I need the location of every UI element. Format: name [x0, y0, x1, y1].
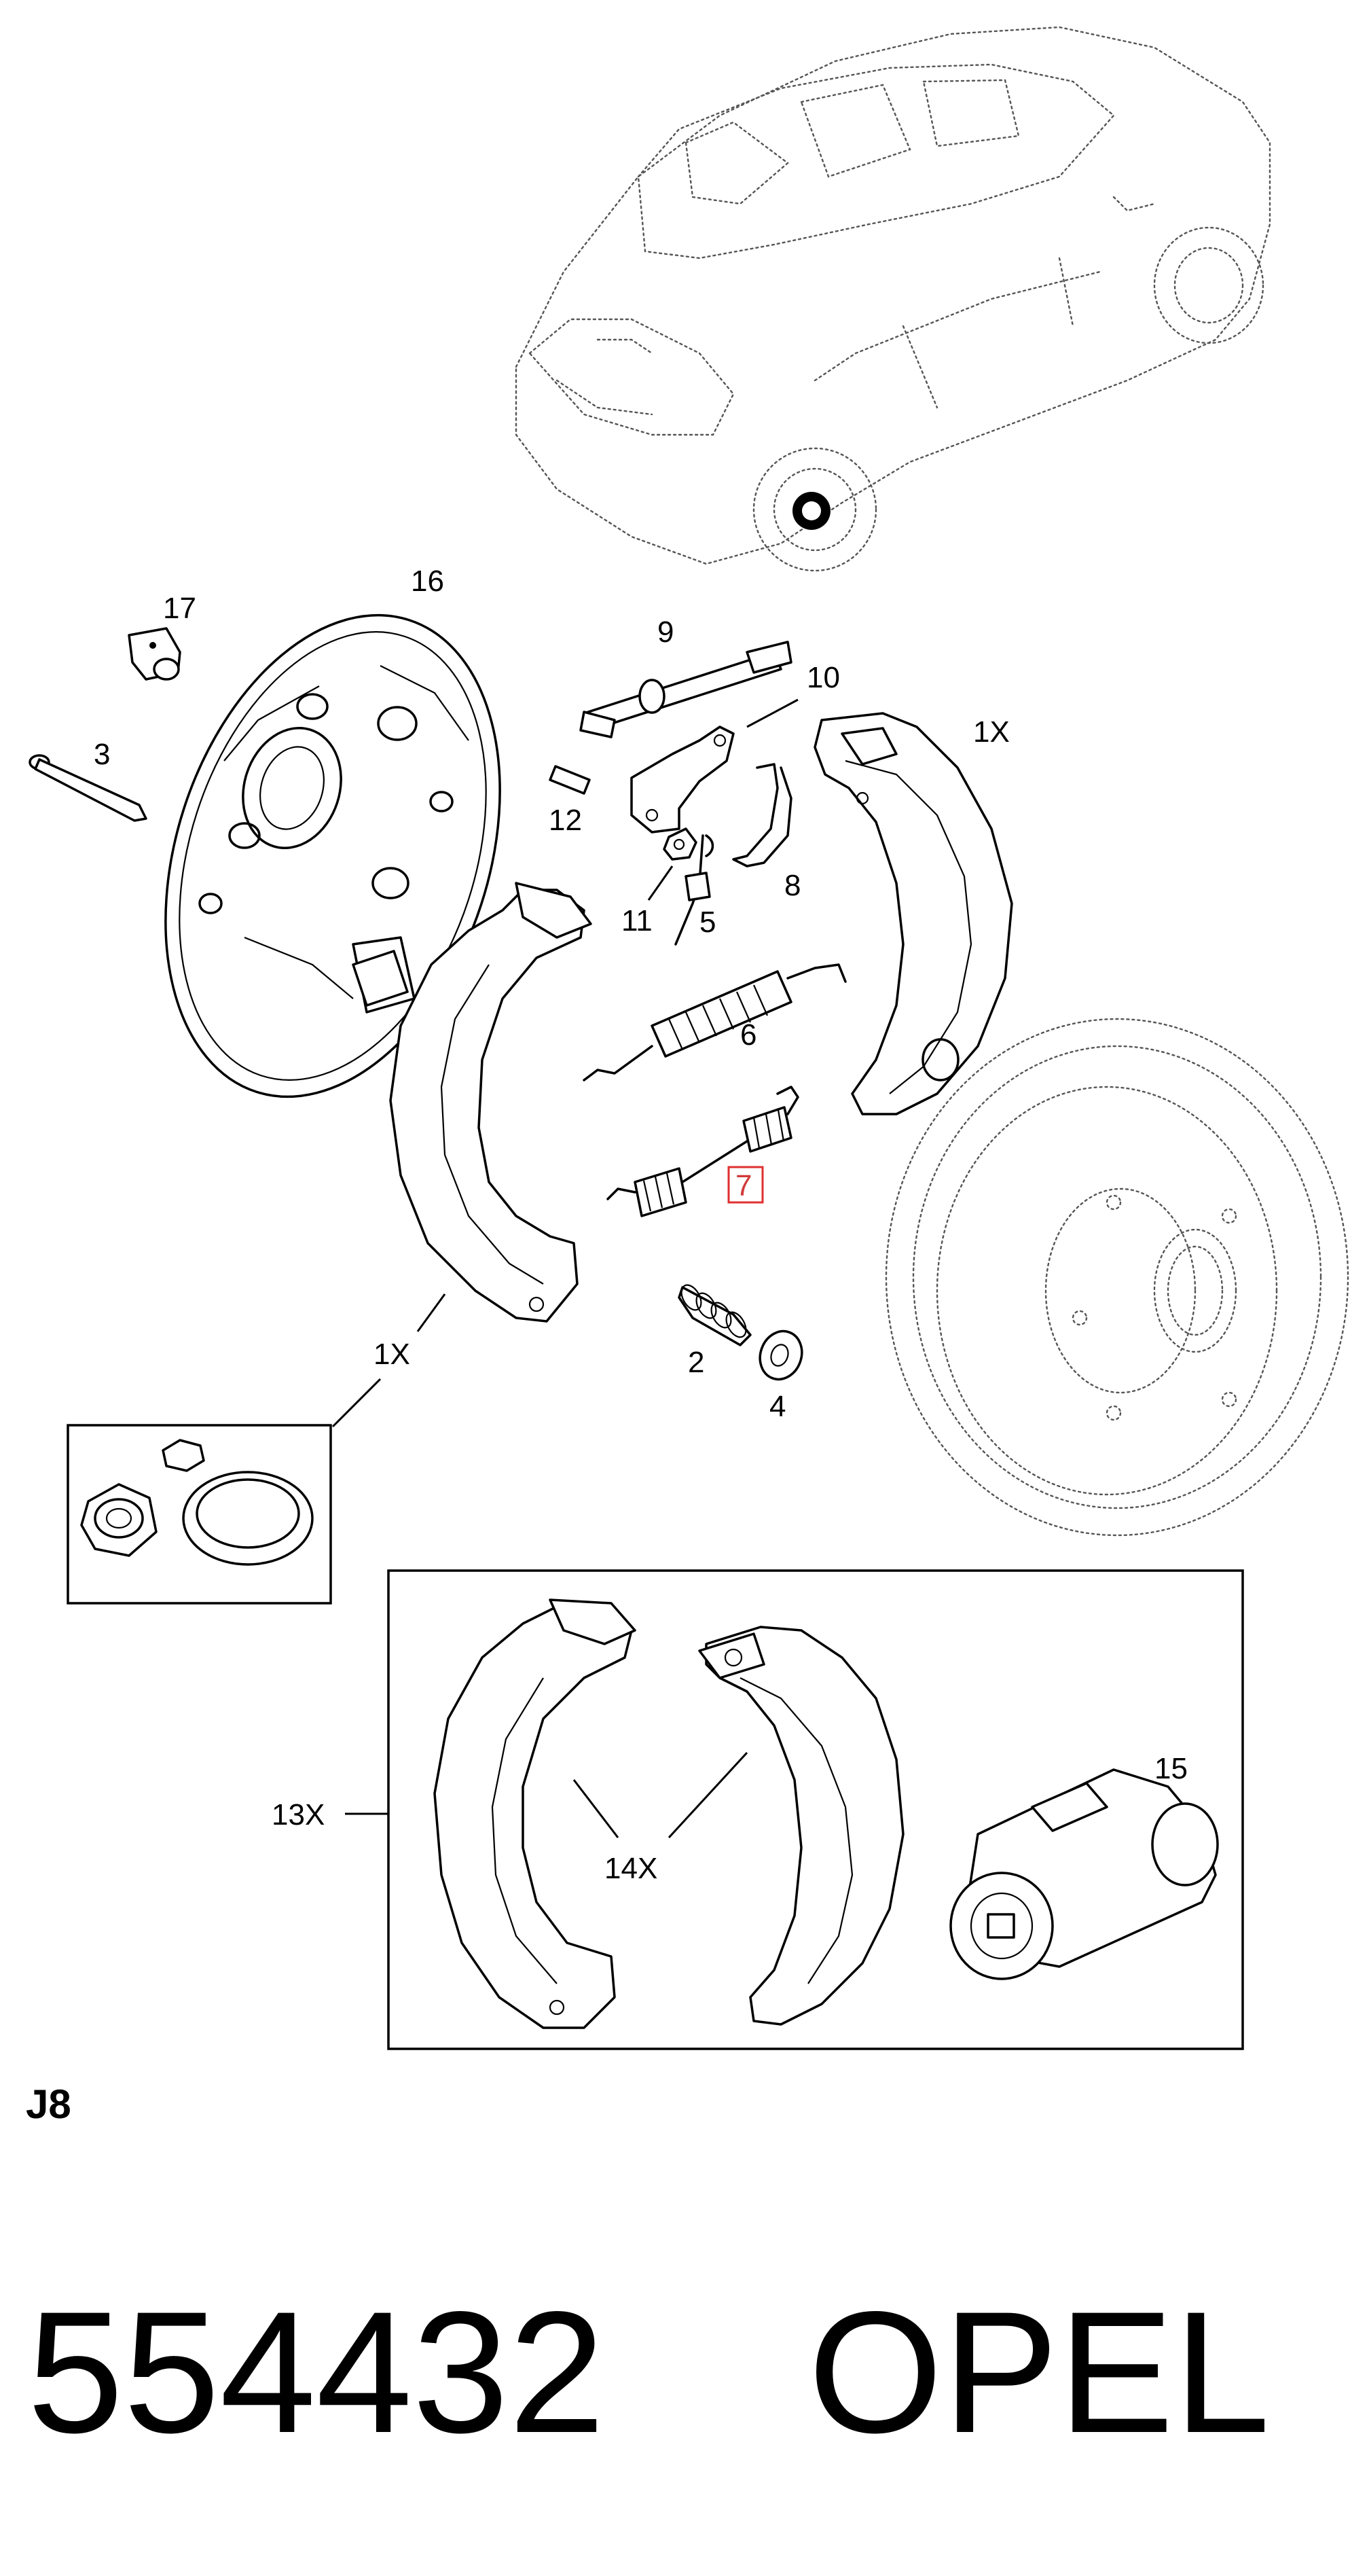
callout-17: 17 — [163, 592, 196, 625]
callout-12: 12 — [549, 804, 582, 837]
spring-cup[interactable] — [753, 1325, 808, 1385]
bolt[interactable] — [29, 754, 147, 822]
hardware-kit[interactable] — [80, 1439, 314, 1566]
callout-8: 8 — [784, 869, 801, 902]
kit-brake-shoe-right[interactable] — [698, 1626, 905, 2026]
page-code: J8 — [26, 2081, 71, 2127]
bleed-screw[interactable] — [128, 627, 181, 681]
callout-16: 16 — [411, 565, 444, 598]
part-number: 554432 — [27, 2276, 605, 2469]
leader-14x-b — [668, 1751, 748, 1839]
rear-wheel-hub-marker — [792, 492, 831, 530]
callout-1x-left: 1X — [373, 1338, 410, 1371]
callout-14x: 14X — [604, 1852, 657, 1885]
leader-1x-left — [416, 1293, 446, 1332]
leader-11 — [647, 865, 674, 901]
callout-5: 5 — [699, 906, 716, 939]
callout-3: 3 — [94, 738, 110, 771]
shoe-kit-box — [387, 1569, 1244, 2050]
callout-1x-top: 1X — [973, 715, 1010, 749]
return-spring-upper[interactable] — [583, 963, 847, 1081]
kit-brake-shoe-left[interactable] — [433, 1598, 636, 2029]
adjuster-lever[interactable] — [630, 726, 735, 834]
callout-6: 6 — [740, 1018, 756, 1052]
callout-7: 7 — [735, 1169, 752, 1202]
vehicle-silhouette — [515, 26, 1271, 572]
callout-11: 11 — [621, 904, 653, 937]
return-spring-lower[interactable] — [606, 1086, 799, 1217]
callout-4: 4 — [769, 1390, 786, 1423]
wheel-cylinder[interactable] — [949, 1768, 1219, 1980]
callout-15: 15 — [1154, 1752, 1188, 1785]
hardware-kit-box — [67, 1424, 332, 1605]
leader-10 — [746, 698, 799, 728]
callout-13x: 13X — [272, 1798, 325, 1831]
hold-down-pin[interactable] — [674, 834, 714, 946]
spring-clip[interactable] — [732, 763, 792, 867]
callout-2: 2 — [688, 1346, 704, 1379]
callout-9: 9 — [657, 615, 674, 649]
pin[interactable] — [549, 765, 591, 795]
brand-name: OPEL — [808, 2276, 1270, 2469]
brake-shoe-left[interactable] — [389, 882, 592, 1323]
callout-7-highlight — [727, 1166, 764, 1204]
leader-kit — [331, 1378, 382, 1428]
callout-10: 10 — [807, 661, 840, 694]
leader-14x-a — [572, 1779, 619, 1838]
brake-drum — [885, 1018, 1349, 1537]
compression-spring[interactable] — [678, 1282, 752, 1346]
washer[interactable] — [663, 827, 697, 861]
brake-shoe-right[interactable] — [814, 712, 1013, 1115]
adjuster-strut[interactable] — [579, 641, 792, 738]
backing-plate[interactable] — [107, 572, 558, 1140]
